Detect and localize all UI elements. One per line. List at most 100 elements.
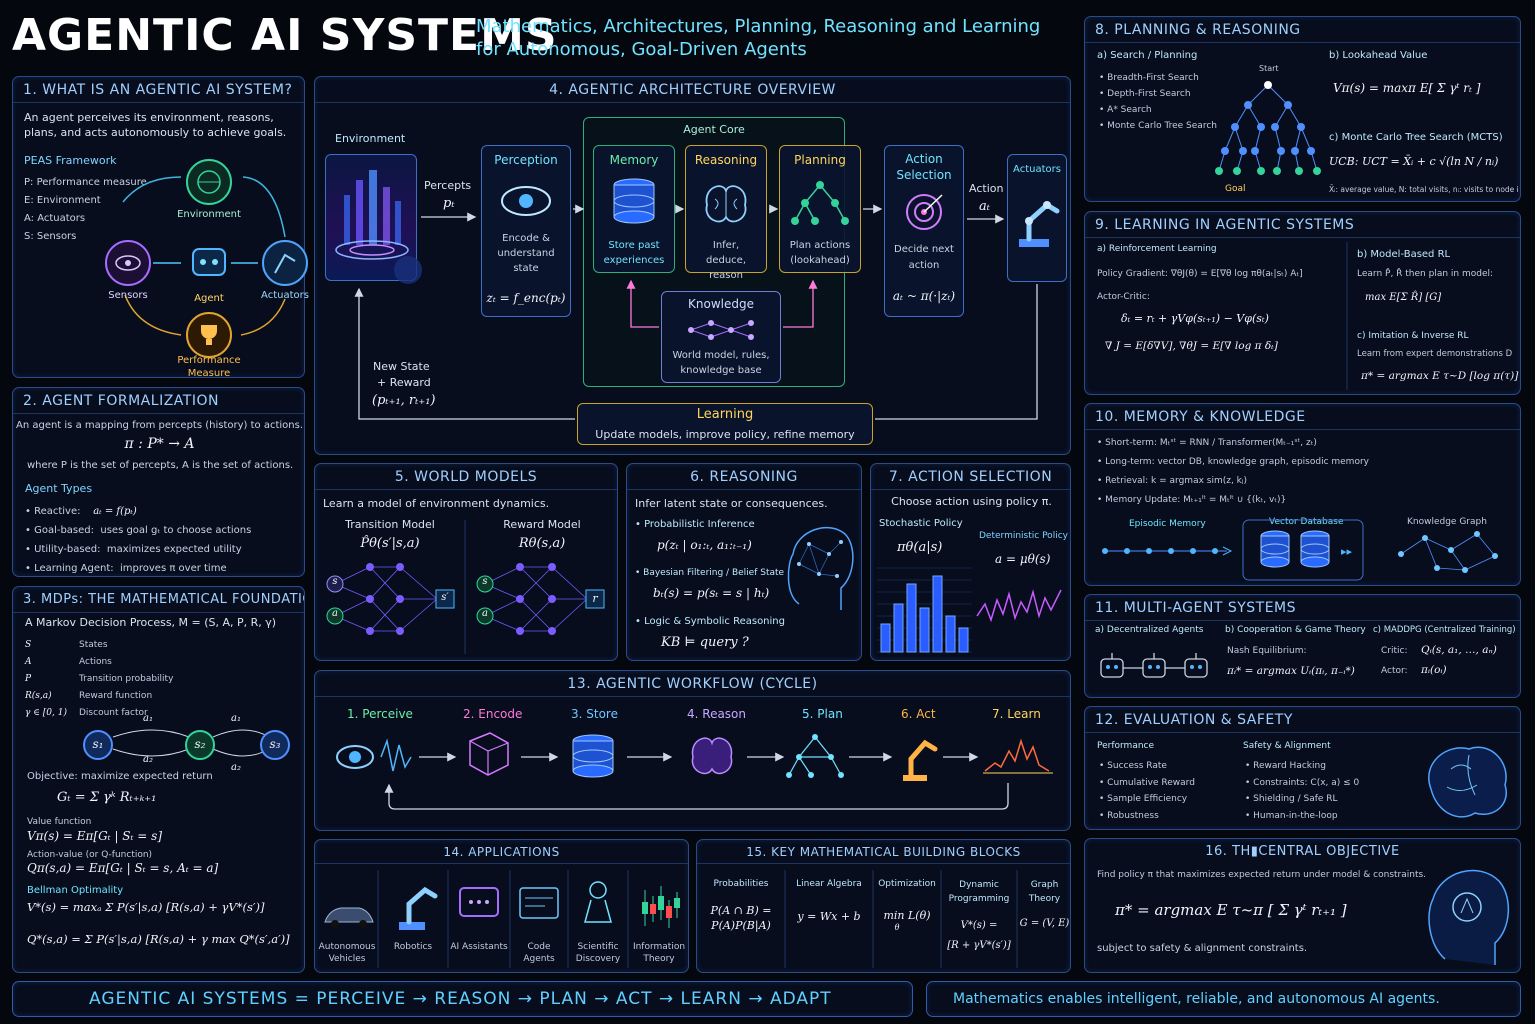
game-theory-title: b) Cooperation & Game Theory bbox=[1225, 625, 1366, 635]
type-detail: aₜ = f(pₜ) bbox=[93, 506, 137, 517]
reward-model-title: Reward Model bbox=[503, 518, 581, 531]
mdp-meaning: Actions bbox=[79, 657, 112, 667]
safety-constraints: • Constraints: C(x, a) ≤ 0 bbox=[1245, 777, 1360, 788]
panel-memory-knowledge: 10. MEMORY & KNOWLEDGE • Short-term: Mₜˢ… bbox=[1084, 403, 1521, 586]
database-icon bbox=[613, 178, 655, 224]
workflow-icons bbox=[336, 732, 1053, 810]
type-name: Utility-based: bbox=[34, 544, 101, 555]
panel-title: 9. LEARNING IN AGENTIC SYSTEMS bbox=[1085, 212, 1520, 238]
nash-label: Nash Equilibrium: bbox=[1227, 646, 1307, 656]
next-percept-reward: (pₜ₊₁, rₜ₊₁) bbox=[372, 393, 436, 408]
stochastic-formula: πθ(a|s) bbox=[897, 540, 943, 555]
decentralized-title: a) Decentralized Agents bbox=[1095, 625, 1204, 635]
label-performance: Performance bbox=[177, 355, 241, 366]
panel-title: 14. APPLICATIONS bbox=[315, 840, 688, 864]
block-formula: P(A)P(B|A) bbox=[711, 919, 771, 932]
label-sensors: Sensors bbox=[108, 290, 148, 301]
learning-title: Learning bbox=[696, 407, 754, 422]
block-title: Dynamic bbox=[959, 880, 999, 890]
memory-long-term: • Long-term: vector DB, knowledge graph,… bbox=[1097, 457, 1369, 467]
node-s: s bbox=[332, 576, 338, 587]
step-store: 3. Store bbox=[571, 707, 618, 721]
critic-label: Critic: bbox=[1381, 646, 1408, 656]
type-name: Reactive: bbox=[34, 506, 81, 517]
mcts-title: c) Monte Carlo Tree Search (MCTS) bbox=[1329, 132, 1503, 143]
learning-desc: Update models, improve policy, refine me… bbox=[595, 428, 855, 441]
type-reactive: • Reactive: aₜ = f(pₜ) bbox=[25, 506, 137, 517]
mdp-meaning: Reward function bbox=[79, 691, 153, 701]
step-perceive: 1. Perceive bbox=[347, 707, 413, 721]
panel-central-objective: 16. TH▮CENTRAL OBJECTIVE Find policy π t… bbox=[1084, 838, 1521, 973]
footer-right-text: Mathematics enables intelligent, reliabl… bbox=[953, 991, 1440, 1007]
neural-net-diagrams bbox=[326, 520, 605, 654]
block-formula: V*(s) = bbox=[960, 920, 998, 931]
block-probabilities: Probabilities bbox=[697, 878, 785, 890]
peas-e: E: Environment bbox=[24, 195, 101, 206]
panel-title: 13. AGENTIC WORKFLOW (CYCLE) bbox=[315, 671, 1070, 697]
learning-divider bbox=[1346, 242, 1348, 390]
imitation-formula: π* = argmax E τ~D [log π(τ)] bbox=[1361, 370, 1519, 382]
perception-desc: Encode & understand state bbox=[497, 233, 555, 274]
block-title: Graph bbox=[1030, 880, 1059, 890]
app-label: Scientific bbox=[577, 942, 619, 952]
subtitle-line-1: Mathematics, Architectures, Planning, Re… bbox=[476, 16, 1041, 37]
objective-label: Objective: maximize expected return bbox=[27, 771, 213, 782]
panel-title: 4. AGENTIC ARCHITECTURE OVERVIEW bbox=[315, 77, 1070, 103]
block-optimization: Optimization bbox=[873, 878, 941, 890]
block-probabilities-formula: P(A ∩ B) =P(A)P(B|A) bbox=[697, 903, 785, 933]
panel-reasoning: 6. REASONING Infer latent state or conse… bbox=[626, 463, 862, 661]
action-a1-right: a₁ bbox=[231, 713, 241, 724]
policy-bar-chart bbox=[877, 567, 972, 653]
planning-desc: Plan actions (lookahead) bbox=[789, 240, 851, 266]
action-selection-desc: Decide next action bbox=[894, 244, 954, 271]
action-selection-title: Action Selection bbox=[896, 152, 952, 182]
deterministic-wave bbox=[976, 589, 1062, 623]
node-a: a bbox=[332, 608, 338, 619]
imitation-title: c) Imitation & Inverse RL bbox=[1357, 331, 1469, 341]
brain-icon bbox=[705, 185, 747, 223]
lookahead-formula: Vπ(s) = maxπ E[ Σ γᵗ rₜ ] bbox=[1333, 81, 1481, 95]
panel-action-selection: 7. ACTION SELECTION Choose action using … bbox=[870, 463, 1071, 661]
label-measure: Measure bbox=[187, 368, 231, 379]
type-detail: maximizes expected utility bbox=[106, 544, 242, 555]
step-encode: 2. Encode bbox=[463, 707, 523, 721]
mcts-formula: UCB: UCT = X̄ᵢ + c √(ln N / nᵢ) bbox=[1329, 155, 1499, 168]
mdp-meaning: States bbox=[79, 640, 108, 650]
panel-title: 15. KEY MATHEMATICAL BUILDING BLOCKS bbox=[697, 840, 1070, 864]
search-methods: • Breadth-First Search • Depth-First Sea… bbox=[1099, 70, 1217, 134]
nash-formula: πᵢ* = argmax Uᵢ(πᵢ, π₋ᵢ*) bbox=[1227, 665, 1355, 677]
bellman-label: Bellman Optimality bbox=[27, 885, 124, 896]
step-reason: 4. Reason bbox=[687, 707, 746, 721]
learning-box bbox=[577, 403, 873, 445]
memory-short-term: • Short-term: Mₜˢᵗ = RNN / Transformer(M… bbox=[1097, 438, 1317, 448]
mdp-desc: A Markov Decision Process, M = (S, A, P,… bbox=[25, 616, 277, 629]
safety-items: • Reward Hacking • Constraints: C(x, a) … bbox=[1245, 758, 1359, 824]
peas-title: PEAS Framework bbox=[24, 154, 117, 167]
q-function-label: Action-value (or Q-function) bbox=[27, 850, 153, 860]
mdp-meaning: Discount factor bbox=[79, 708, 148, 718]
block-graph-formula: G = (V, E) bbox=[1017, 918, 1072, 929]
panel-evaluation-safety: 12. EVALUATION & SAFETY Performance • Su… bbox=[1084, 706, 1521, 830]
action-a1: a₁ bbox=[143, 713, 153, 724]
app-label: Discovery bbox=[575, 954, 621, 964]
type-detail: uses goal gₜ to choose actions bbox=[100, 525, 252, 536]
objective-constraint: subject to safety & alignment constraint… bbox=[1097, 943, 1308, 954]
state-s1: s₁ bbox=[92, 737, 104, 751]
app-label: Information bbox=[632, 942, 686, 952]
policy-bar bbox=[932, 575, 943, 653]
footer-right-banner: Mathematics enables intelligent, reliabl… bbox=[926, 981, 1521, 1017]
memory-update: • Memory Update: Mₜ₊₁ˡᵗ = Mₜˡᵗ ∪ {(kₜ, v… bbox=[1097, 495, 1287, 505]
mdp-row: R(s,a) Reward function bbox=[25, 688, 173, 705]
mdp-symbol: R(s,a) bbox=[25, 691, 52, 701]
reasoning-formula-3: KB ⊨ query ? bbox=[661, 635, 749, 650]
panel-title: 3. MDPs: THE MATHEMATICAL FOUNDATION bbox=[13, 587, 304, 613]
model-based-desc: Learn P̂, R̂ then plan in model: bbox=[1357, 269, 1494, 279]
planning-box bbox=[779, 145, 861, 273]
vector-db-label: Vector Database bbox=[1269, 517, 1344, 527]
app-ai-assistants: AI Assistants bbox=[449, 941, 509, 953]
action-a2: a₂ bbox=[143, 754, 153, 765]
agent-types-title: Agent Types bbox=[25, 482, 93, 495]
